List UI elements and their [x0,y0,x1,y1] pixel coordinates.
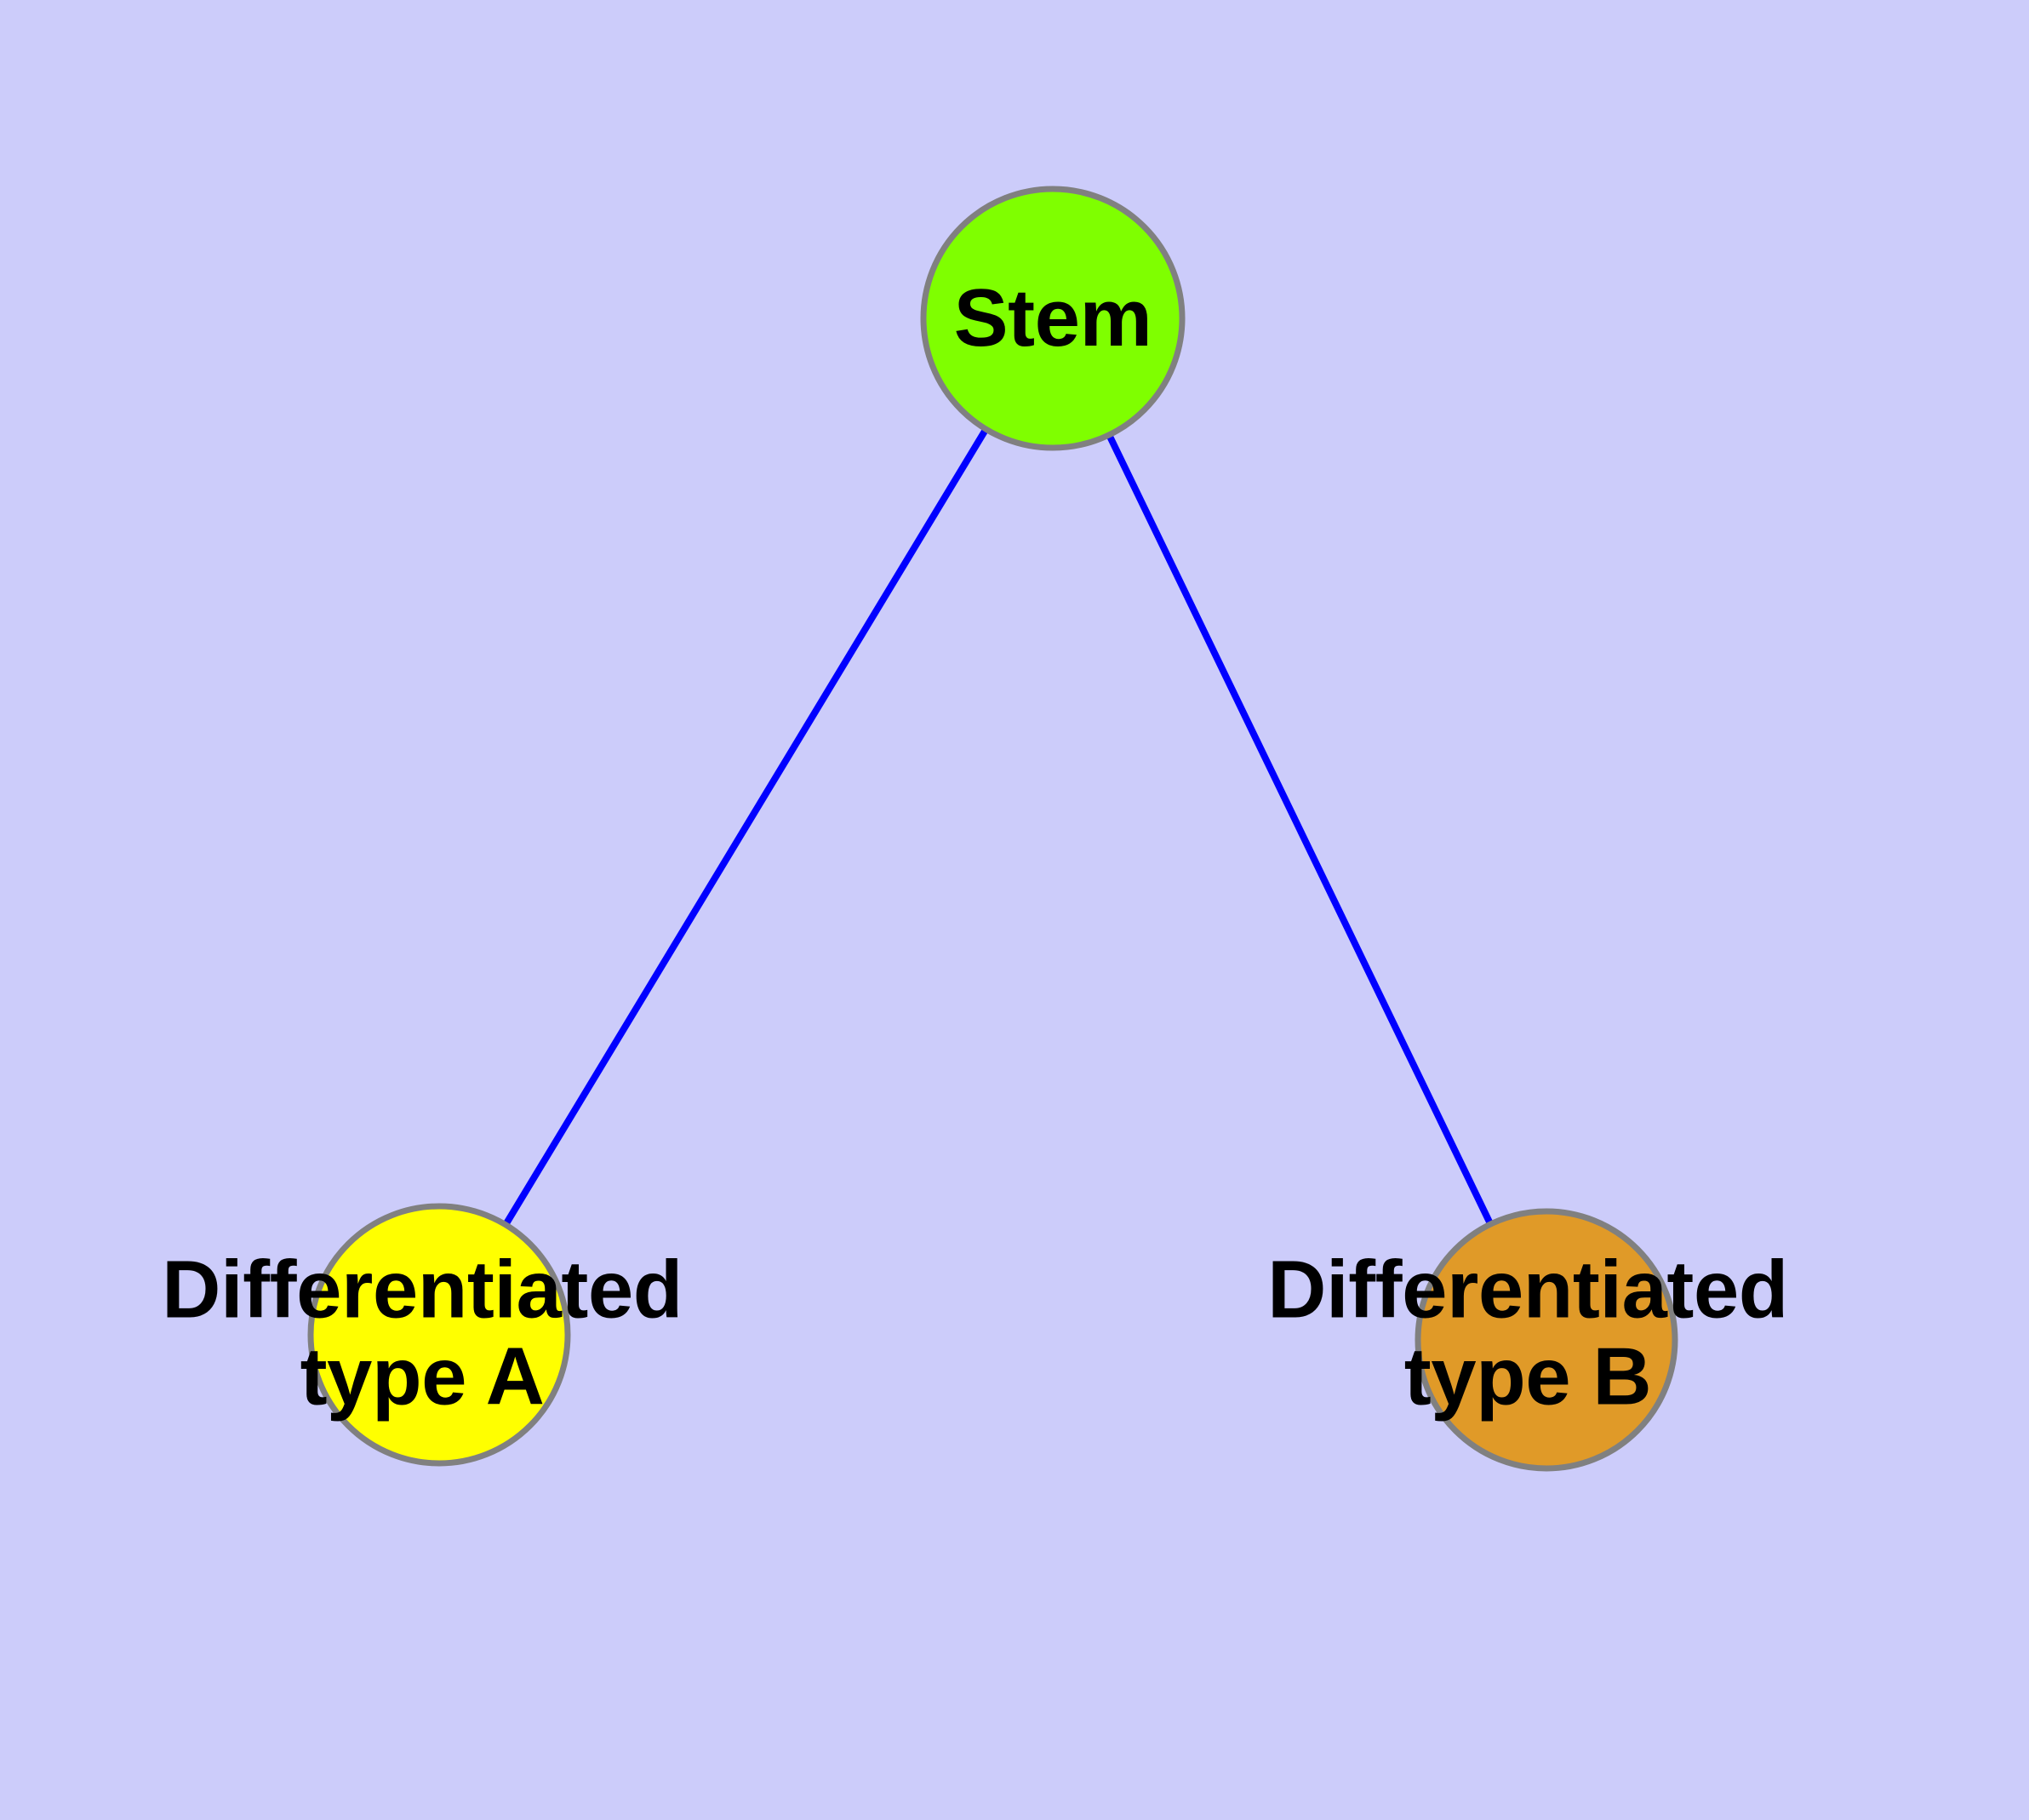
graph-node-diff_a[interactable] [307,1203,571,1467]
graph-edge[interactable] [1049,317,1550,1342]
node-layer [307,186,1678,1472]
edge-layer [436,316,1550,1342]
graph-node-stem[interactable] [920,186,1186,451]
graph-edge[interactable] [436,316,1056,1337]
graph-node-diff_b[interactable] [1415,1208,1678,1472]
